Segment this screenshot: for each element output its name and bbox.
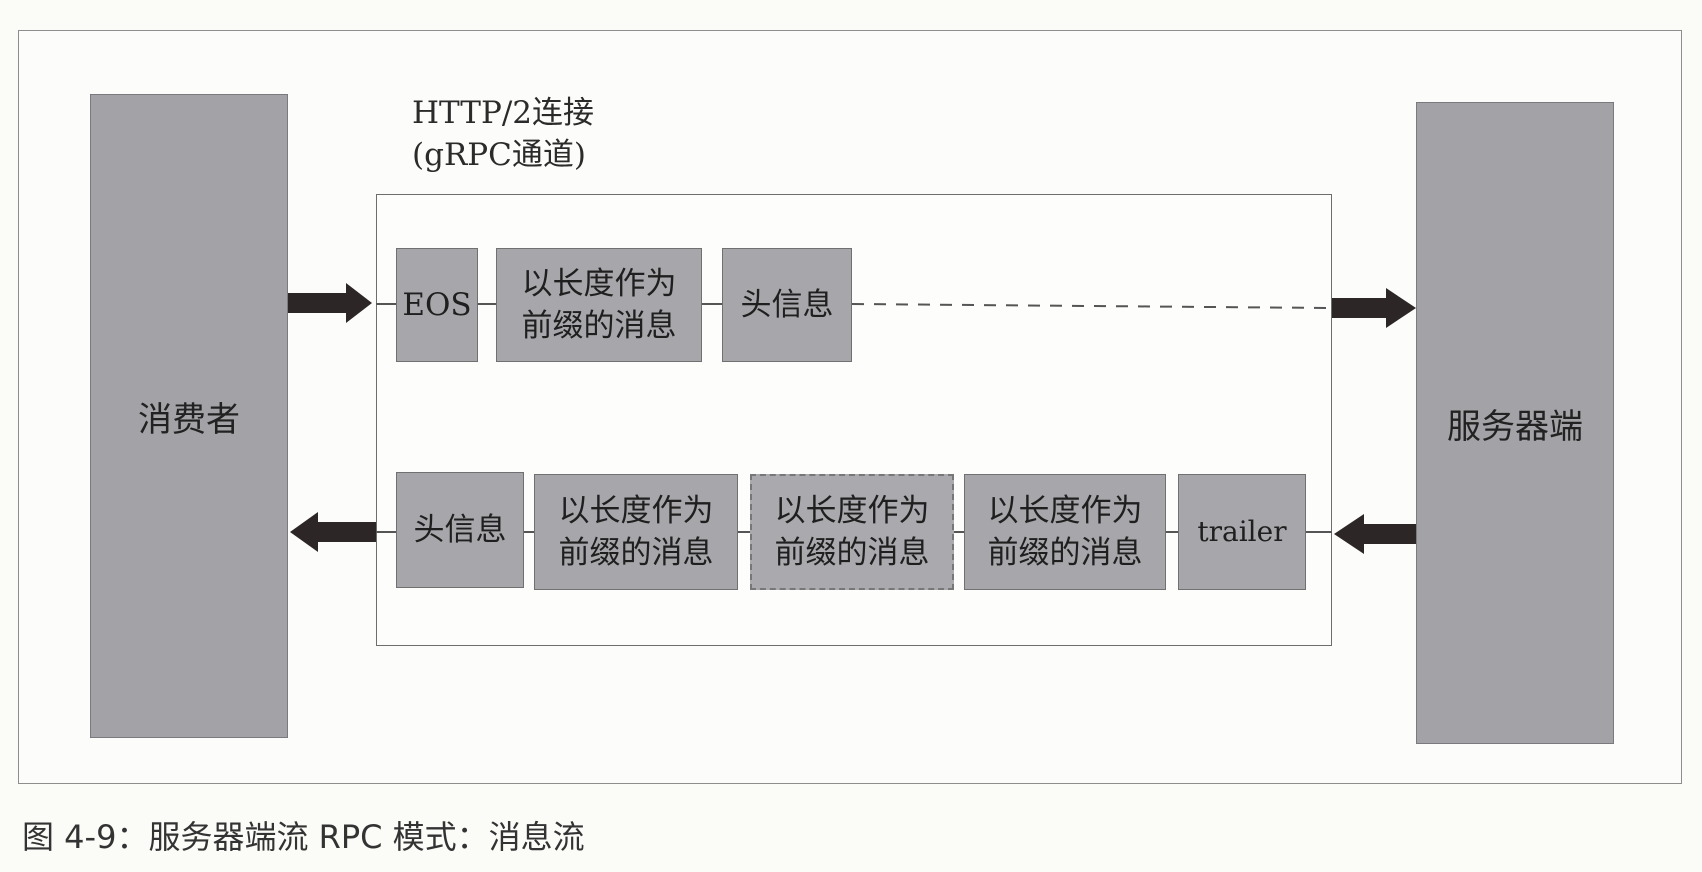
channel-label-line1: HTTP/2连接 — [412, 95, 594, 131]
msg-label: 以长度作为 前缀的消息 — [558, 493, 714, 571]
request-msg-eos: EOS — [396, 248, 478, 362]
msg-label: 头信息 — [413, 512, 507, 548]
response-msg-trailer: trailer — [1178, 474, 1306, 590]
msg-label: trailer — [1197, 515, 1287, 548]
response-msg-headers: 头信息 — [396, 472, 524, 588]
response-msg-length-prefixed: 以长度作为 前缀的消息 — [964, 474, 1166, 590]
server-label: 服务器端 — [1447, 406, 1583, 447]
channel-label-line2: (gRPC通道) — [412, 137, 586, 173]
arrow-channel-to-consumer — [290, 512, 376, 552]
msg-label: EOS — [402, 287, 472, 323]
arrow-consumer-to-channel — [288, 283, 372, 323]
channel-label: HTTP/2连接 (gRPC通道) — [412, 92, 594, 176]
server-box: 服务器端 — [1416, 102, 1614, 744]
msg-label: 以长度作为 前缀的消息 — [521, 266, 677, 344]
request-msg-headers: 头信息 — [722, 248, 852, 362]
consumer-label: 消费者 — [138, 399, 240, 440]
msg-label: 以长度作为 前缀的消息 — [774, 493, 930, 571]
request-dashed-line — [851, 303, 1331, 309]
request-msg-length-prefixed: 以长度作为 前缀的消息 — [496, 248, 702, 362]
response-msg-length-prefixed-dashed: 以长度作为 前缀的消息 — [750, 474, 954, 590]
arrow-server-to-channel — [1334, 514, 1416, 554]
arrow-channel-to-server — [1332, 288, 1416, 328]
response-msg-length-prefixed: 以长度作为 前缀的消息 — [534, 474, 738, 590]
consumer-box: 消费者 — [90, 94, 288, 738]
msg-label: 头信息 — [740, 287, 834, 323]
msg-label: 以长度作为 前缀的消息 — [987, 493, 1143, 571]
figure-caption: 图 4-9：服务器端流 RPC 模式：消息流 — [22, 818, 585, 856]
